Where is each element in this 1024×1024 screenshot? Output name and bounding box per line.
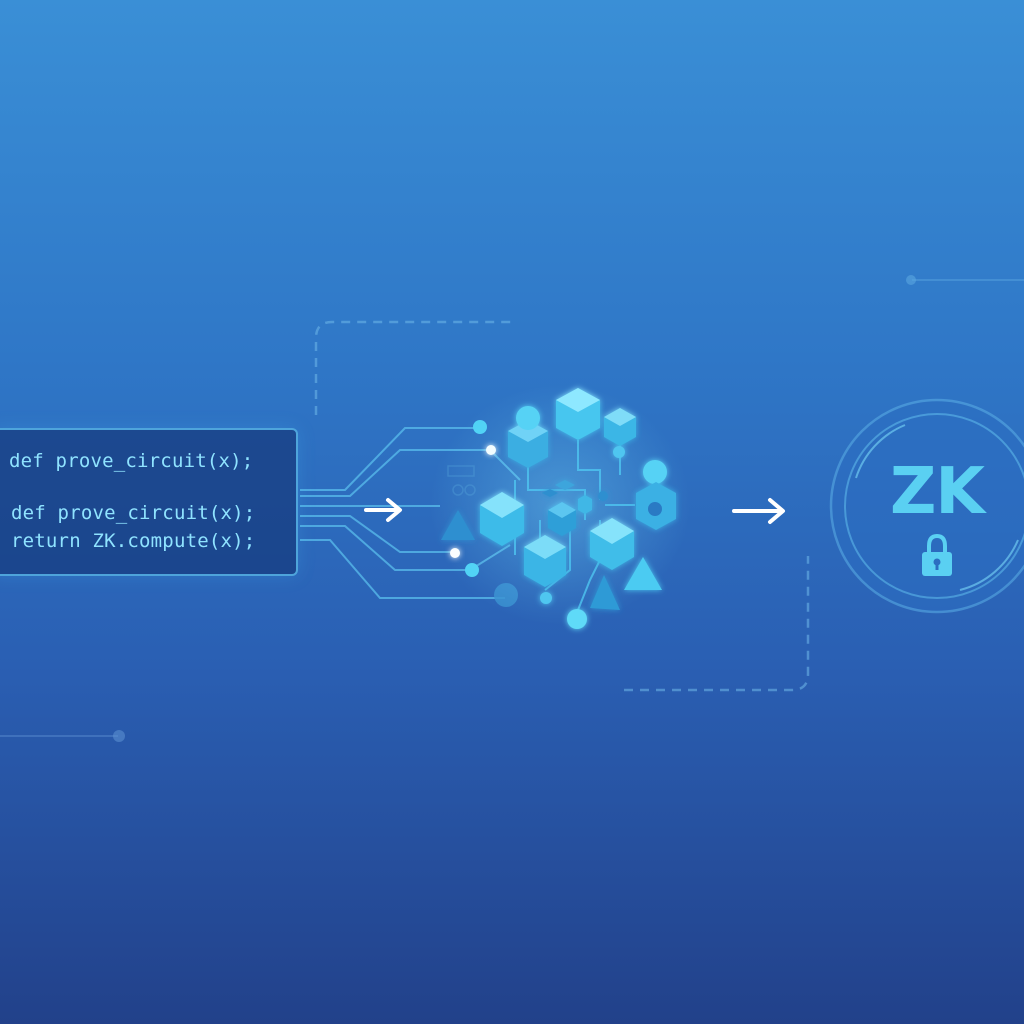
zk-badge — [829, 398, 1024, 614]
decor-line-bottom-left — [0, 730, 125, 742]
neural-circuit-cluster-icon — [430, 385, 690, 629]
code-panel: def prove_circuit(x); def prove_circuit(… — [0, 428, 298, 576]
decor-line-top-right — [906, 275, 1024, 285]
padlock-icon — [922, 533, 952, 576]
dashed-connector-top — [314, 320, 512, 415]
code-line: def prove_circuit(x); — [9, 450, 254, 472]
arrow-icon — [732, 498, 785, 524]
dashed-connector-bottom — [624, 556, 810, 692]
zk-label: ZK — [890, 455, 985, 529]
code-line: def prove_circuit(x); — [11, 502, 256, 524]
arrow-icon — [364, 498, 402, 522]
code-line: return ZK.compute(x); — [11, 530, 256, 552]
